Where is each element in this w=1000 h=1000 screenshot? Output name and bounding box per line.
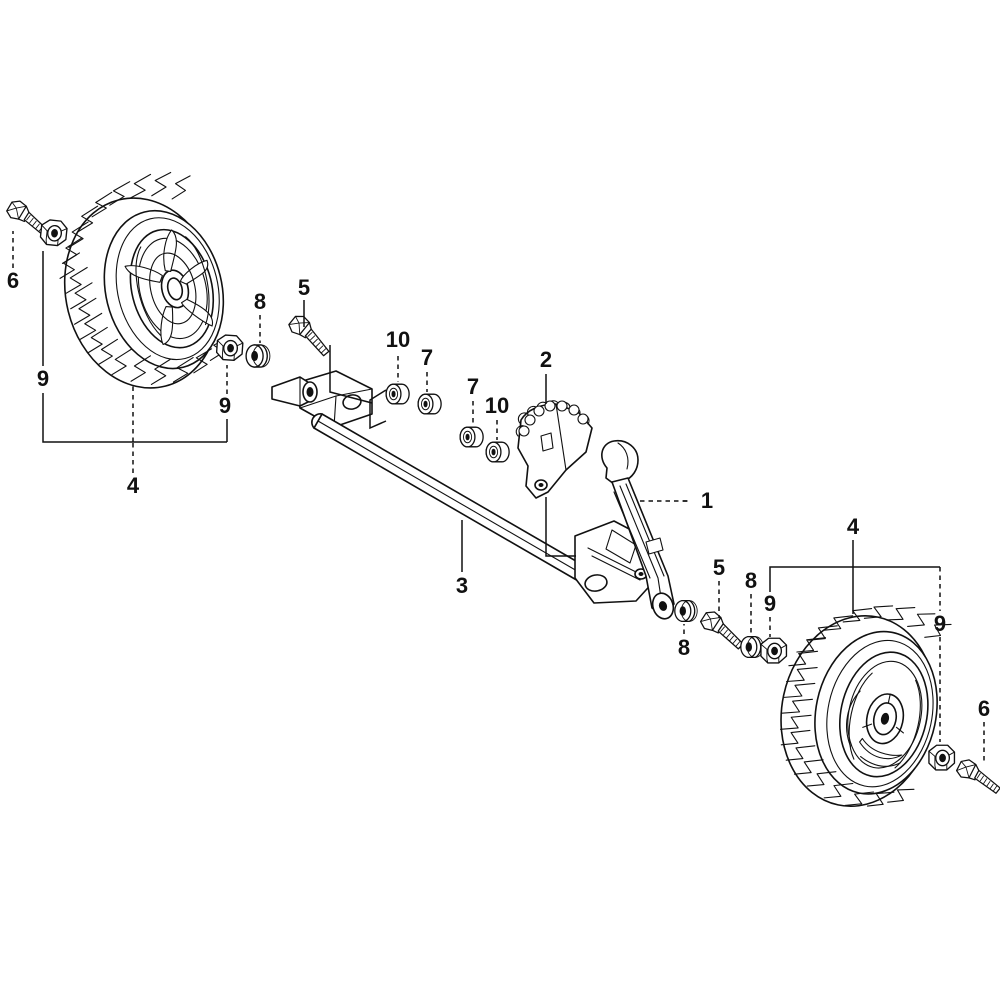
callout-label-8-right: 8	[744, 568, 758, 593]
callout-label-7-a: 7	[420, 345, 434, 370]
callout-label-4-right: 4	[846, 514, 860, 539]
callout-label-7-b: 7	[466, 374, 480, 399]
callout-label-5-right: 5	[712, 555, 726, 580]
callout-label-5-left: 5	[297, 275, 311, 300]
callout-label-1: 1	[700, 488, 714, 513]
callout-label-8-left: 8	[253, 289, 267, 314]
callout-label-10-a: 10	[385, 327, 411, 352]
callout-label-9-rightfar: 9	[933, 611, 947, 636]
callout-label-9-rightnear: 9	[763, 591, 777, 616]
callout-label-9-topleft: 9	[36, 366, 50, 391]
callout-label-8-center: 8	[677, 635, 691, 660]
callout-label-4-left: 4	[126, 473, 140, 498]
callout-label-10-b: 10	[484, 393, 510, 418]
callout-label-6-topleft: 6	[6, 268, 20, 293]
callout-label-3: 3	[455, 573, 469, 598]
callout-label-6-bottomright: 6	[977, 696, 991, 721]
callout-label-2: 2	[539, 347, 553, 372]
callout-label-9-leftmid: 9	[218, 393, 232, 418]
